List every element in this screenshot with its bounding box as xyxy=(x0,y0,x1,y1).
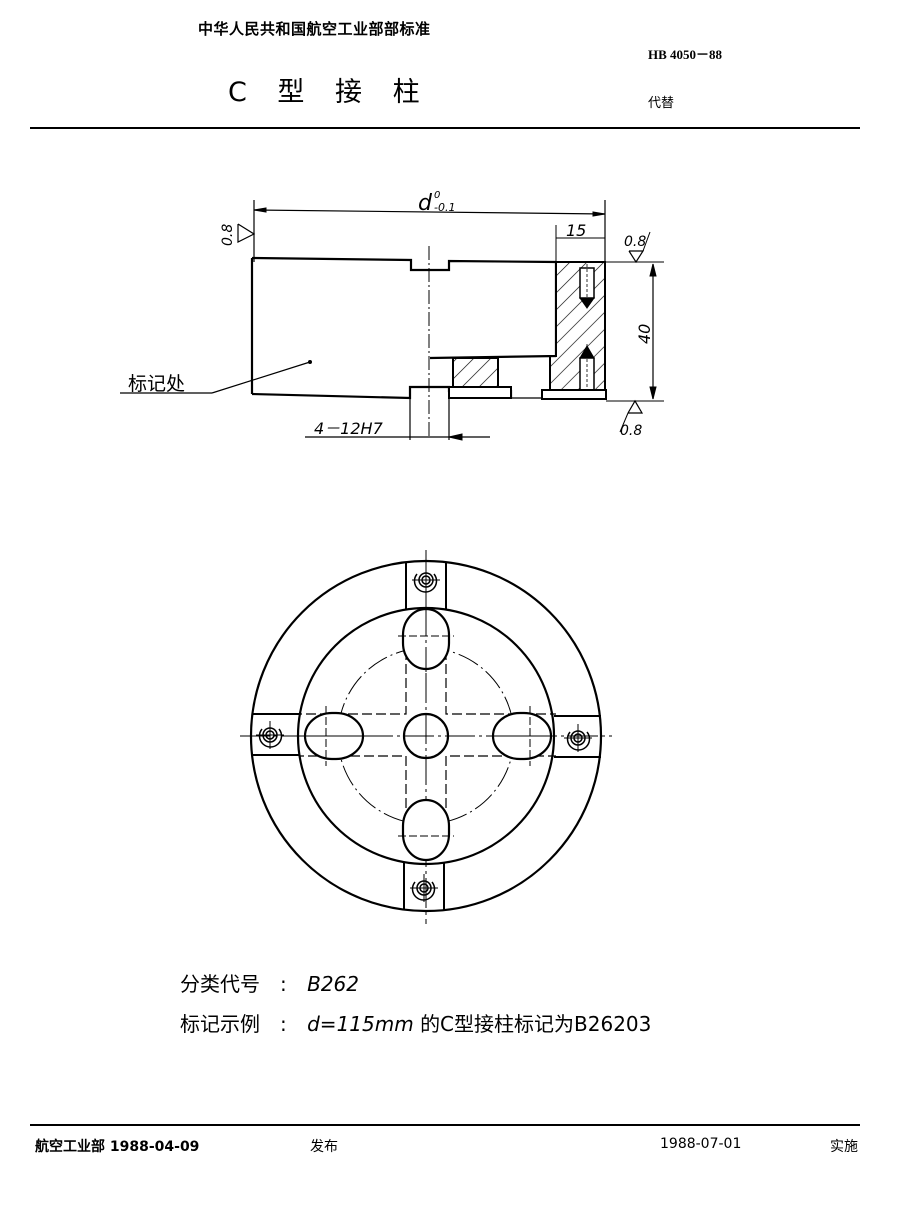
hole-spec: 4－12H7 xyxy=(314,419,384,438)
issuing-organization: 中华人民共和国航空工业部部标准 xyxy=(198,20,431,38)
footer-implementation-label: 实施 xyxy=(830,1139,858,1155)
header-divider xyxy=(30,127,860,129)
roughness-top-right: 0.8 xyxy=(624,234,646,250)
marking-label: 标记示例 xyxy=(180,1012,260,1036)
document-title: C 型 接 柱 xyxy=(228,77,424,108)
height-dim: 40 xyxy=(635,324,654,344)
side-view xyxy=(120,200,664,441)
roughness-left: 0.8 xyxy=(220,224,236,246)
marking-value-d: d=115mm xyxy=(307,1012,414,1036)
classification-label: 分类代号 xyxy=(180,972,260,996)
classification-value: B262 xyxy=(307,972,360,996)
diameter-tol-lower: -0.1 xyxy=(434,201,455,214)
classification-code: 分类代号: B262 xyxy=(180,968,359,997)
footer-issued-label: 发布 xyxy=(310,1139,338,1155)
footer-issuer: 航空工业部 1988-04-09 xyxy=(35,1139,200,1155)
replaces-label: 代替 xyxy=(648,96,675,111)
standard-number: HB 4050－88 xyxy=(648,47,723,62)
top-view xyxy=(240,550,612,924)
roughness-bottom-right: 0.8 xyxy=(620,423,642,439)
footer-divider xyxy=(30,1124,860,1126)
footer-implementation-date: 1988-07-01 xyxy=(660,1136,742,1152)
width-dim: 15 xyxy=(566,221,586,240)
mark-location-label: 标记处 xyxy=(128,373,185,395)
marking-value-text: 的C型接柱标记为B26203 xyxy=(420,1012,652,1036)
marking-example: 标记示例: d=115mm 的C型接柱标记为B26203 xyxy=(180,1008,651,1037)
diameter-tol-upper: 0 xyxy=(434,190,440,201)
diameter-dim: d xyxy=(418,191,433,216)
